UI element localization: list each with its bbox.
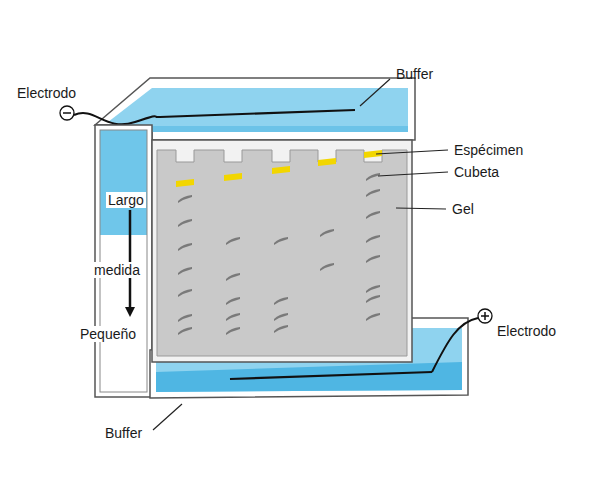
positive-terminal xyxy=(478,309,492,323)
size-small-label: Pequeño xyxy=(78,326,138,342)
size-large-label: Largo xyxy=(106,192,146,208)
gel xyxy=(157,150,407,356)
dna-bands xyxy=(178,173,380,335)
lower-electrode xyxy=(230,372,432,379)
size-arrow xyxy=(129,210,132,312)
side-buffer xyxy=(100,130,147,235)
well-label: Cubeta xyxy=(452,164,501,180)
leader-lines xyxy=(153,79,448,430)
gel-label: Gel xyxy=(450,201,476,217)
upper-electrode xyxy=(74,110,355,124)
electrode-label: Electrodo xyxy=(15,85,78,101)
negative-terminal xyxy=(60,106,74,120)
buffer-label: Buffer xyxy=(103,425,144,441)
glass-plate xyxy=(152,140,412,362)
electrode-label: Electrodo xyxy=(495,323,558,339)
buffer-label: Buffer xyxy=(394,66,435,82)
specimen-label: Espécimen xyxy=(452,142,525,158)
specimen xyxy=(176,150,382,187)
size-label: medida xyxy=(92,262,142,278)
upper-buffer xyxy=(108,88,408,132)
side-panel xyxy=(95,125,152,397)
